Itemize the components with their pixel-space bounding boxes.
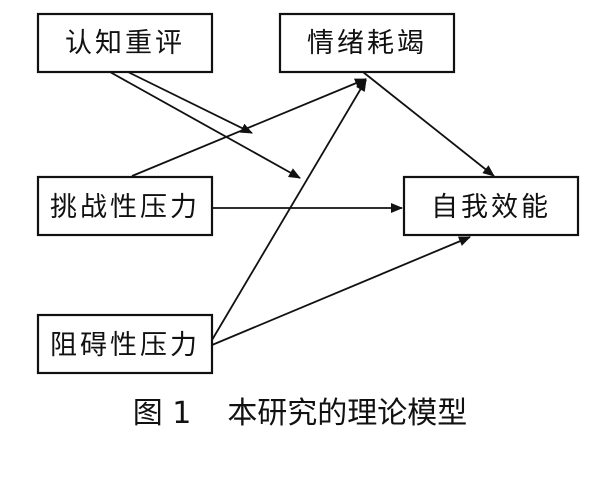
- node-hindrance-stress-label: 阻碍性压力: [50, 330, 200, 361]
- node-emotional-exhaustion-label: 情绪耗竭: [307, 28, 427, 59]
- edge-hindrance-to-exhaustion: [211, 79, 367, 341]
- node-challenge-stress: 挑战性压力: [36, 175, 214, 237]
- edge-appraisal-to-challenge-path-a: [127, 71, 253, 134]
- node-cognitive-appraisal: 认知重评: [36, 12, 214, 74]
- node-emotional-exhaustion: 情绪耗竭: [278, 12, 456, 74]
- edge-exhaustion-to-efficacy: [362, 71, 495, 177]
- figure-title: 本研究的理论模型: [227, 396, 468, 431]
- edge-appraisal-to-challenge-path-b: [109, 71, 301, 179]
- edge-challenge-to-exhaustion: [131, 78, 367, 177]
- node-cognitive-appraisal-label: 认知重评: [65, 28, 185, 59]
- node-challenge-stress-label: 挑战性压力: [50, 192, 200, 223]
- node-self-efficacy: 自我效能: [402, 175, 580, 237]
- node-self-efficacy-label: 自我效能: [431, 192, 551, 223]
- node-hindrance-stress: 阻碍性压力: [36, 313, 214, 375]
- figure-caption: 图 1 本研究的理论模型: [0, 388, 600, 432]
- edge-hindrance-to-efficacy: [211, 236, 471, 346]
- figure-number: 图 1: [132, 396, 192, 431]
